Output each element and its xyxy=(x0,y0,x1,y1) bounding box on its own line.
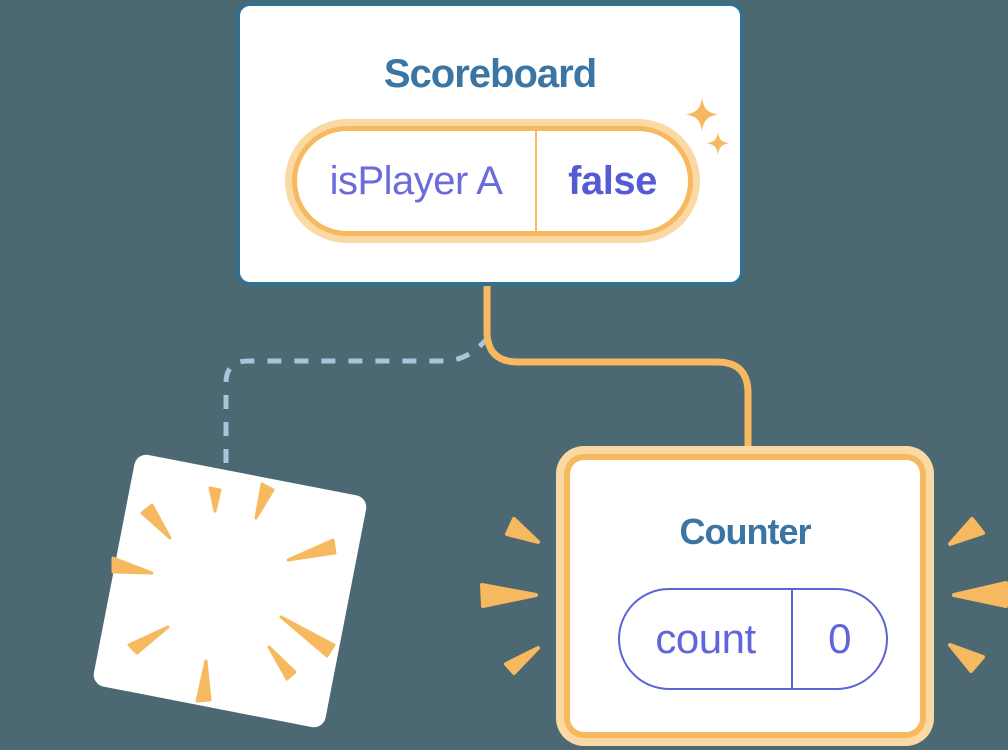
pill-divider xyxy=(535,131,537,231)
scoreboard-card: Scoreboard isPlayer A false xyxy=(236,2,744,286)
destroyed-component-card xyxy=(91,452,369,730)
scoreboard-state-value: false xyxy=(568,158,657,203)
pill-divider xyxy=(791,590,793,688)
counter-state-label: count xyxy=(655,615,756,662)
counter-card: Counter count 0 xyxy=(564,454,926,738)
dashed-old-branch-line xyxy=(223,334,491,478)
scoreboard-title: Scoreboard xyxy=(383,52,597,96)
scoreboard-state-label: isPlayer A xyxy=(329,158,503,203)
counter-state-pill: count 0 xyxy=(618,588,888,690)
counter-title: Counter xyxy=(679,511,812,552)
orange-new-branch-line xyxy=(483,280,752,452)
scoreboard-state-pill: isPlayer A false xyxy=(292,126,693,236)
counter-state-value: 0 xyxy=(828,615,851,662)
